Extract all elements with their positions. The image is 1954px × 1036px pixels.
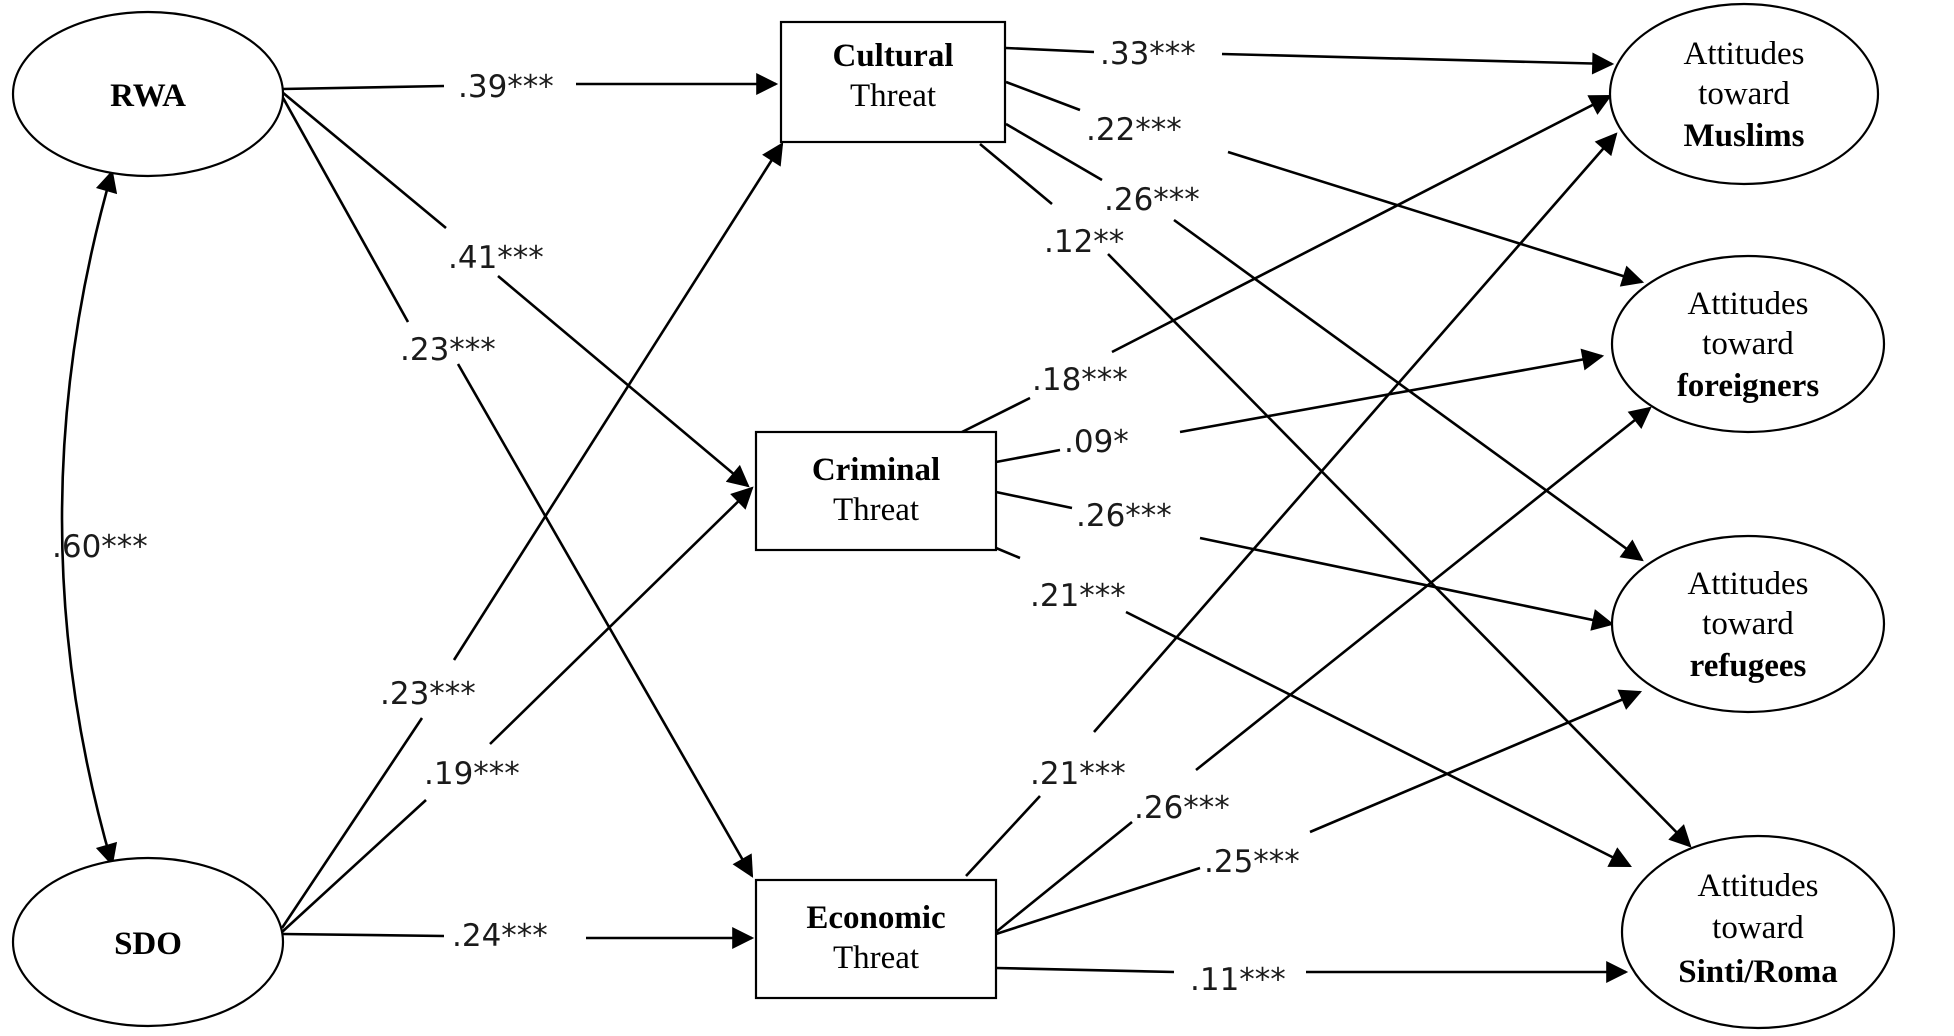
node-criminal-line2: Threat <box>833 492 919 528</box>
node-rwa-label: RWA <box>110 78 186 114</box>
node-cultural-line2: Threat <box>850 78 936 114</box>
node-criminal-line1: Criminal <box>812 452 940 488</box>
edge-economic-refugees-seg2 <box>1309 689 1643 834</box>
coef-cultural-sinti: .12** <box>1044 224 1124 260</box>
node-criminal-threat: Criminal Threat <box>754 430 998 552</box>
edge-criminal-refugees-seg2 <box>1199 536 1615 631</box>
node-attitudes-sinti-roma: Attitudes toward Sinti/Roma <box>1620 834 1896 1030</box>
node-refugees-line1: Attitudes <box>1688 566 1809 602</box>
node-foreigners-line2: toward <box>1702 326 1794 362</box>
edge-criminal-foreigners-seg1 <box>995 448 1061 464</box>
node-sdo: SDO <box>11 856 285 1028</box>
node-refugees-line3: refugees <box>1690 648 1807 684</box>
edge-cultural-foreigners-seg1 <box>1005 80 1081 112</box>
edge-sdo-cultural-seg1 <box>280 717 424 929</box>
edge-economic-muslims-seg2 <box>1093 132 1618 733</box>
coef-cultural-muslims: .33*** <box>1100 36 1196 72</box>
edge-cultural-muslims-seg1 <box>1005 46 1095 54</box>
edge-economic-muslims-seg1 <box>965 795 1041 877</box>
edge-criminal-sinti-seg1 <box>995 546 1021 560</box>
coef-rwa-cultural: .39*** <box>458 69 554 105</box>
edge-cultural-foreigners-seg2 <box>1227 150 1645 287</box>
node-attitudes-muslims: Attitudes toward Muslims <box>1608 2 1880 186</box>
node-sdo-label: SDO <box>114 926 182 962</box>
edge-criminal-refugees-seg1 <box>995 490 1073 510</box>
node-refugees-line2: toward <box>1702 606 1794 642</box>
node-economic-line1: Economic <box>806 900 945 936</box>
coef-criminal-sinti: .21*** <box>1030 578 1126 614</box>
node-attitudes-foreigners: Attitudes toward foreigners <box>1610 254 1886 434</box>
edge-criminal-muslims-seg1 <box>961 396 1031 434</box>
edge-rwa-criminal-seg2 <box>497 275 750 488</box>
edge-cultural-muslims-seg2 <box>1221 52 1615 75</box>
edge-sdo-criminal-seg2 <box>489 486 754 745</box>
edge-sdo-economic-seg1 <box>281 932 445 938</box>
node-foreigners-line3: foreigners <box>1677 368 1820 404</box>
coef-economic-refugees: .25*** <box>1204 844 1300 880</box>
edge-economic-sinti-seg1 <box>995 966 1175 974</box>
coef-economic-sinti: .11*** <box>1190 962 1286 998</box>
edge-economic-foreigners-seg1 <box>995 820 1133 934</box>
edge-rwa-cultural-seg1 <box>281 84 445 91</box>
coef-sdo-criminal: .19*** <box>424 756 520 792</box>
node-muslims-line2: toward <box>1698 76 1790 112</box>
node-rwa: RWA <box>11 10 285 178</box>
edge-economic-refugees-seg1 <box>995 866 1201 936</box>
coef-economic-muslims: .21*** <box>1030 756 1126 792</box>
node-sinti-line3: Sinti/Roma <box>1678 954 1838 990</box>
edge-cultural-sinti-seg1 <box>979 143 1053 205</box>
node-attitudes-refugees: Attitudes toward refugees <box>1610 534 1886 714</box>
coef-economic-foreigners: .26*** <box>1134 790 1230 826</box>
edge-rwa-sdo-curve <box>60 169 118 867</box>
edge-sdo-cultural-seg2 <box>452 142 784 661</box>
coef-cultural-refugees: .26*** <box>1104 182 1200 218</box>
edge-cultural-refugees-seg1 <box>1005 122 1103 182</box>
edge-cultural-sinti-seg2 <box>1107 253 1692 848</box>
node-sinti-line2: toward <box>1712 910 1804 946</box>
node-cultural-threat: Cultural Threat <box>779 20 1007 144</box>
node-economic-threat: Economic Threat <box>754 878 998 1000</box>
edge-criminal-muslims-seg2 <box>1111 94 1612 354</box>
coef-cultural-foreigners: .22*** <box>1086 112 1182 148</box>
coef-sdo-cultural: .23*** <box>380 676 476 712</box>
coef-sdo-economic: .24*** <box>452 918 548 954</box>
node-muslims-line1: Attitudes <box>1684 36 1805 72</box>
coef-rwa-economic: .23*** <box>400 332 496 368</box>
coef-rwa-criminal: .41*** <box>448 240 544 276</box>
edge-rwa-economic-seg1 <box>280 95 410 323</box>
edge-rwa-economic-seg2 <box>456 363 754 878</box>
coef-criminal-foreigners: .09* <box>1064 424 1129 460</box>
node-sinti-line1: Attitudes <box>1698 868 1819 904</box>
edge-criminal-foreigners-seg2 <box>1179 348 1605 434</box>
node-foreigners-line1: Attitudes <box>1688 286 1809 322</box>
node-muslims-line3: Muslims <box>1683 118 1804 154</box>
coef-rwa-sdo: .60*** <box>52 529 148 565</box>
edge-sdo-criminal-seg1 <box>281 799 427 933</box>
edge-criminal-sinti-seg2 <box>1125 610 1632 868</box>
coef-criminal-refugees: .26*** <box>1076 498 1172 534</box>
node-economic-line2: Threat <box>833 940 919 976</box>
edge-economic-foreigners-seg2 <box>1195 406 1652 772</box>
node-cultural-line1: Cultural <box>832 38 953 74</box>
coef-criminal-muslims: .18*** <box>1032 362 1128 398</box>
edge-rwa-criminal-seg1 <box>281 90 447 230</box>
